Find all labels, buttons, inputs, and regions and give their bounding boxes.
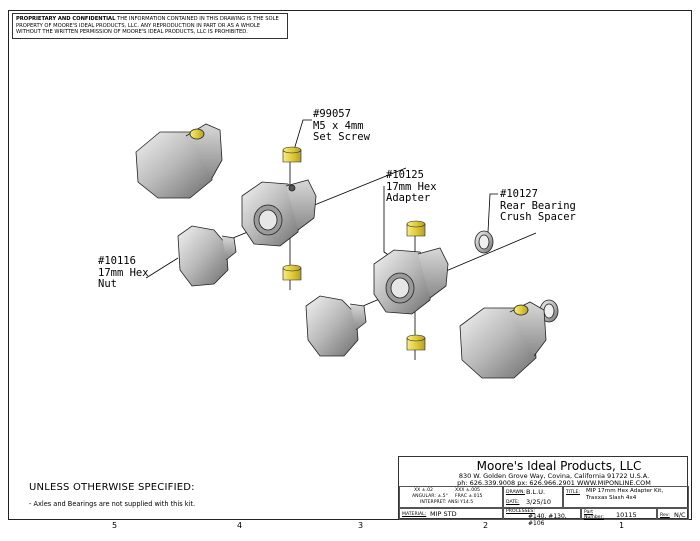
tolerance-angular: ANGULAR: ±.5° bbox=[412, 494, 448, 499]
title-value: MIP 17mm Hex Adapter Kit, Traxxas Slash … bbox=[586, 488, 664, 501]
callout-hex-nut: #10116 17mm Hex Nut bbox=[98, 255, 149, 290]
tolerance-frac: FRAC ±.015 bbox=[455, 494, 483, 499]
tolerance-xx: XX ±.02 bbox=[414, 488, 433, 493]
general-note-axles: - Axles and Bearings are not supplied wi… bbox=[29, 500, 196, 508]
tolerance-cell: XX ±.02 XXX ±.005 ANGULAR: ±.5° FRAC ±.0… bbox=[399, 486, 503, 508]
callout-hex-adapter: #10125 17mm Hex Adapter bbox=[386, 169, 437, 204]
interpret-standard: INTERPRET: ANSI Y14.5 bbox=[420, 500, 474, 505]
revision-cell: Rev: N/C bbox=[657, 508, 689, 520]
callout-crush-spacer: #10127 Rear Bearing Crush Spacer bbox=[500, 188, 576, 223]
drawn-value: B.L.U. bbox=[526, 488, 546, 496]
general-notes-heading: UNLESS OTHERWISE SPECIFIED: bbox=[29, 482, 195, 493]
processes-label: PROCESSES: bbox=[506, 509, 535, 514]
callout-set-screw: #99057 M5 x 4mm Set Screw bbox=[313, 108, 370, 143]
title-block: Moore's Ideal Products, LLC 830 W. Golde… bbox=[398, 456, 689, 527]
zone-markers: 5 4 3 2 1 bbox=[8, 520, 692, 534]
company-name: Moore's Ideal Products, LLC bbox=[476, 459, 642, 473]
drawn-label: DRAWN: bbox=[506, 490, 525, 495]
tolerance-xxx: XXX ±.005 bbox=[455, 488, 480, 493]
drawing-border bbox=[8, 10, 692, 520]
part-number-cell: Part Number: 10115 bbox=[581, 508, 657, 520]
proprietary-text: THE INFORMATION CONTAINED IN THIS DRAWIN… bbox=[16, 16, 279, 35]
zone-2: 2 bbox=[483, 521, 489, 530]
material-cell: MATERIAL: MIP STD bbox=[399, 508, 503, 520]
part-number-value: 10115 bbox=[616, 511, 637, 519]
revision-label: Rev: bbox=[660, 513, 670, 518]
title-cell: TITLE: MIP 17mm Hex Adapter Kit, Traxxas… bbox=[563, 486, 689, 508]
drawn-date-cell: DRAWN: B.L.U. DATE: 3/25/10 bbox=[503, 486, 563, 508]
hex-nut-cap-lower bbox=[305, 295, 367, 357]
hex-nut-cap-upper bbox=[177, 225, 237, 287]
set-screws bbox=[282, 146, 426, 351]
material-value: MIP STD bbox=[430, 510, 457, 518]
proprietary-notice: PROPRIETARY AND CONFIDENTIAL THE INFORMA… bbox=[12, 13, 288, 39]
part-number-label: Part Number: bbox=[584, 510, 604, 520]
hex-adapter-lower bbox=[373, 247, 449, 315]
hex-nut-upper-left bbox=[135, 123, 223, 199]
proprietary-title: PROPRIETARY AND CONFIDENTIAL bbox=[16, 16, 116, 22]
title-label: TITLE: bbox=[566, 490, 580, 495]
material-label: MATERIAL: bbox=[402, 512, 427, 517]
zone-4: 4 bbox=[237, 521, 243, 530]
zone-3: 3 bbox=[358, 521, 364, 530]
zone-5: 5 bbox=[112, 521, 118, 530]
processes-value: #140, #130, #106 bbox=[528, 513, 567, 527]
revision-value: N/C bbox=[674, 511, 686, 519]
hex-adapter-upper bbox=[241, 179, 317, 247]
hex-nut-lower-right bbox=[459, 301, 547, 379]
zone-1: 1 bbox=[619, 521, 625, 530]
company-contact: ph: 626.339.9008 px: 626.966.2901 WWW.MI… bbox=[457, 479, 651, 487]
processes-cell: PROCESSES: #140, #130, #106 bbox=[503, 508, 581, 527]
date-label: DATE: bbox=[506, 500, 520, 505]
company-address: 830 W. Golden Grove Way, Covina, Califor… bbox=[458, 472, 650, 480]
date-value: 3/25/10 bbox=[526, 498, 552, 506]
